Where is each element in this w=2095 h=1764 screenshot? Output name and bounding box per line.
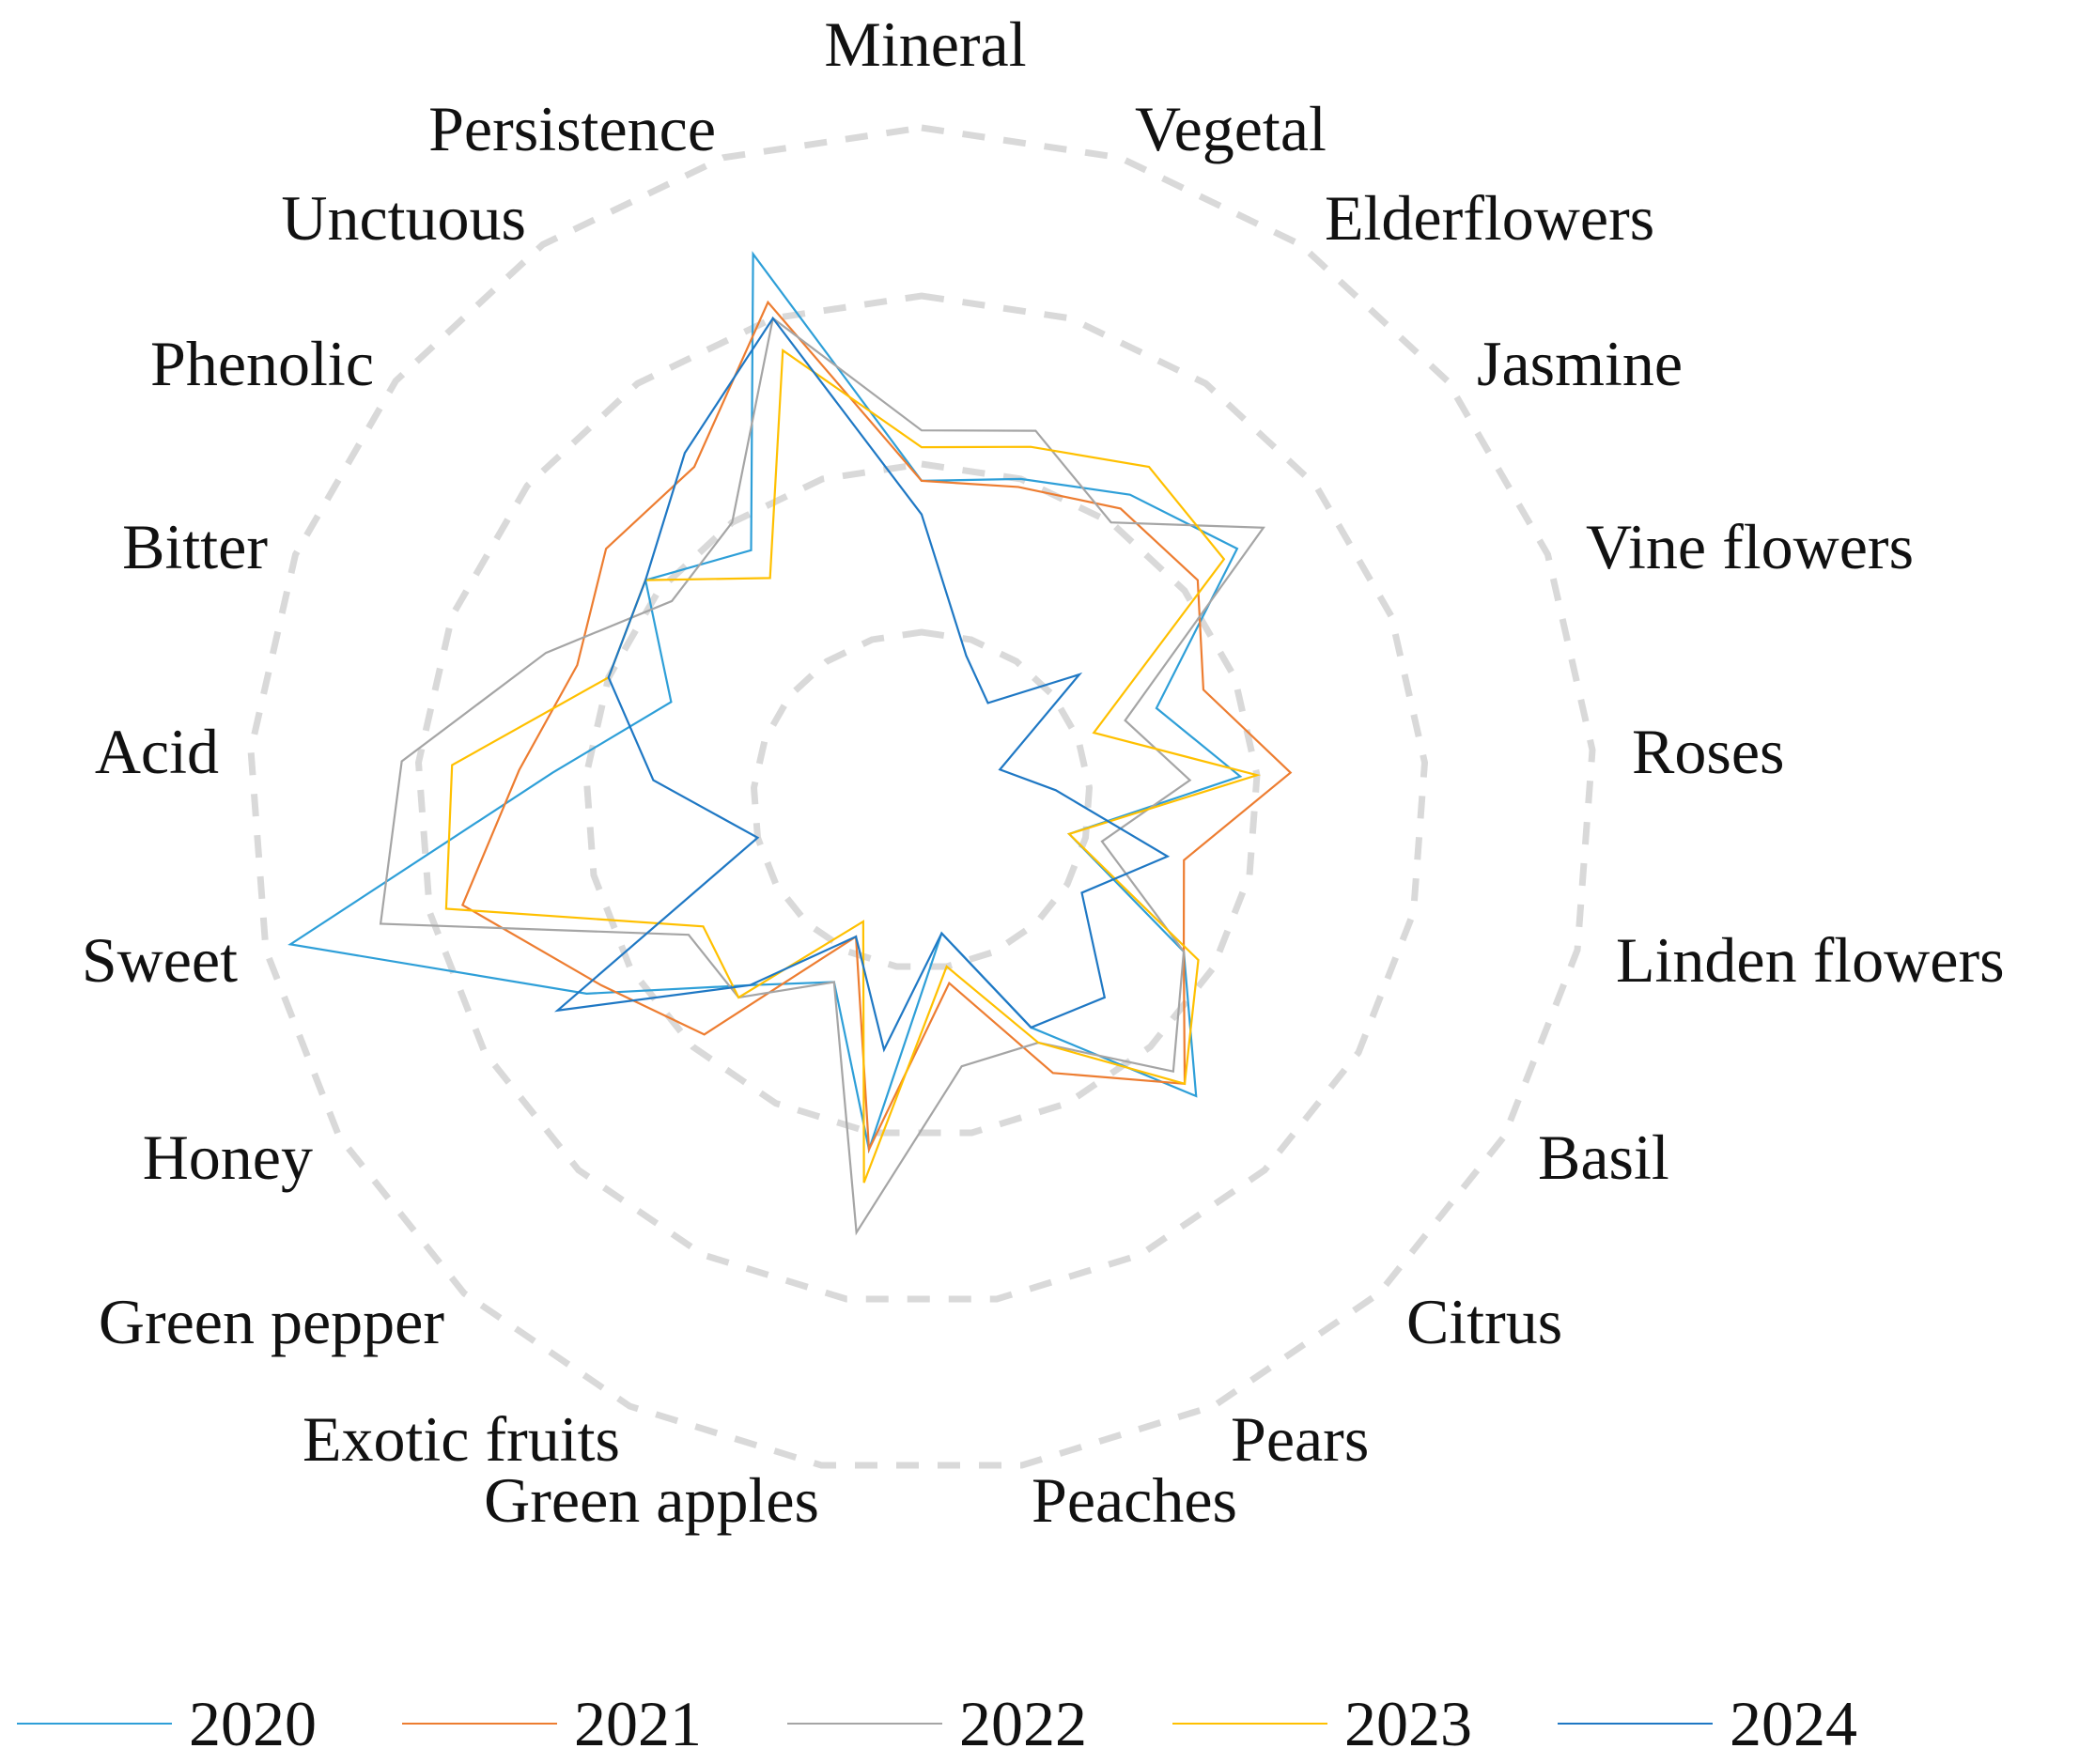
legend-label: 2024 [1730, 1688, 1857, 1759]
axis-label: Bitter [122, 511, 268, 582]
axis-label: Green pepper [99, 1286, 444, 1357]
radar-grid [247, 124, 1596, 1469]
legend-swatch-2020 [17, 1723, 172, 1725]
axis-label: Peaches [1032, 1464, 1237, 1536]
axis-label: Mineral [824, 8, 1026, 80]
legend-label: 2020 [189, 1688, 317, 1759]
axis-label: Roses [1632, 716, 1784, 787]
axis-label: Exotic fruits [303, 1403, 620, 1475]
axis-label: Persistence [428, 93, 716, 164]
legend-swatch-2021 [402, 1723, 557, 1725]
axis-label: Honey [143, 1122, 313, 1193]
axis-label: Vine flowers [1586, 511, 1914, 582]
legend-item-2020: 2020 [17, 1691, 317, 1756]
axis-label: Unctuous [281, 182, 526, 254]
axis-label: Jasmine [1477, 328, 1683, 399]
legend-label: 2023 [1344, 1688, 1472, 1759]
legend-item-2021: 2021 [402, 1691, 702, 1756]
axis-label: Acid [95, 716, 219, 787]
legend-label: 2022 [959, 1688, 1087, 1759]
radar-series [287, 251, 1293, 1236]
legend-swatch-2022 [787, 1723, 942, 1725]
legend-item-2022: 2022 [787, 1691, 1087, 1756]
legend-swatch-2023 [1172, 1723, 1327, 1725]
grid-ring [414, 292, 1429, 1303]
series-2022 [379, 316, 1265, 1236]
legend-item-2023: 2023 [1172, 1691, 1472, 1756]
legend-item-2024: 2024 [1558, 1691, 1857, 1756]
axis-label: Pears [1231, 1403, 1369, 1475]
axis-label: Citrus [1406, 1286, 1562, 1357]
series-2020 [287, 251, 1243, 1153]
axis-label: Linden flowers [1616, 924, 2005, 996]
axis-label: Green apples [484, 1464, 819, 1536]
axis-label: Vegetal [1135, 93, 1327, 164]
axis-label: Elderflowers [1325, 182, 1654, 254]
axis-label: Basil [1538, 1122, 1669, 1193]
legend-swatch-2024 [1558, 1723, 1713, 1725]
grid-ring [247, 124, 1596, 1469]
grid-ring [750, 628, 1094, 970]
legend-label: 2021 [574, 1688, 702, 1759]
grid-ring [582, 460, 1261, 1137]
legend: 2020 2021 2022 2023 2024 [0, 1691, 2095, 1756]
axis-label: Phenolic [150, 328, 374, 399]
series-2024 [553, 316, 1171, 1053]
axis-label: Sweet [82, 924, 238, 996]
